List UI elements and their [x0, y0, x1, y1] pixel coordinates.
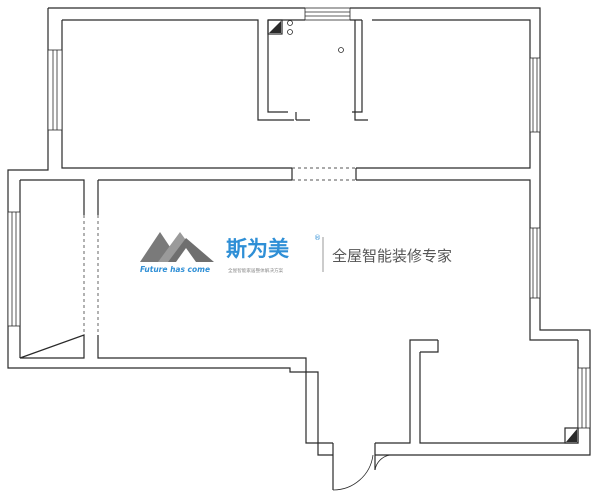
bedroom-left-walls — [62, 19, 363, 121]
brand-tagline-cn: 全屋智能家居整体解决方案 — [228, 267, 284, 274]
brand-logo-icon — [140, 232, 214, 262]
bedroom-bottom-right-window — [577, 367, 591, 429]
living-room-walls — [97, 179, 578, 444]
outer-wall-inner — [61, 19, 531, 169]
brand-name: 斯为美 — [226, 237, 289, 261]
brand-slogan: 全屋智能装修专家 — [332, 247, 452, 265]
brand-tagline-en: Future has come — [140, 265, 210, 274]
bedroom-left-window — [47, 49, 63, 131]
brand-watermark: Future has come 斯为美 ® 全屋智能家居整体解决方案 全屋智能装… — [140, 232, 452, 274]
outer-wall-outline — [7, 7, 591, 456]
entrance-door — [332, 443, 391, 491]
kitchen-shaft — [267, 19, 283, 35]
balcony-window — [7, 211, 21, 327]
fixture-circle — [287, 29, 293, 35]
brand-registered-mark: ® — [314, 234, 321, 242]
bedroom-bottom-right — [419, 340, 579, 444]
bedroom-right-window — [529, 57, 541, 133]
kitchen-window — [304, 7, 351, 21]
fixture-circle — [287, 20, 293, 26]
fixture-circle — [338, 47, 344, 53]
balcony — [19, 179, 99, 359]
living-room-window — [529, 227, 541, 299]
bathroom-shaft — [564, 427, 579, 444]
kitchen-doorway — [291, 167, 357, 181]
